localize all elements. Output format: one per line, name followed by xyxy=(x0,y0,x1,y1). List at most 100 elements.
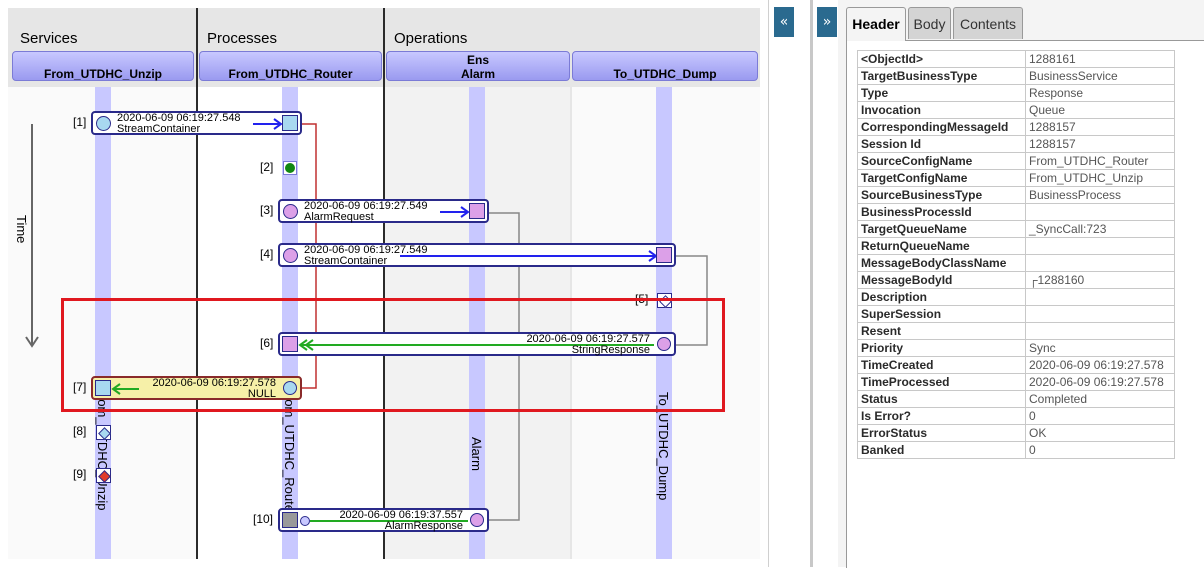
property-name: Resent xyxy=(857,322,1026,340)
step-5-marker[interactable] xyxy=(657,293,672,308)
operations-column-label: Operations xyxy=(394,30,468,47)
visual-trace: Services Processes Operations From_UTDHC… xyxy=(8,8,760,559)
lane-dump xyxy=(656,87,672,559)
tab-body[interactable]: Body xyxy=(908,7,951,39)
response-arrow-icon xyxy=(111,383,139,395)
message-stream-container-request[interactable]: 2020-06-09 06:19:27.548 StreamContainer xyxy=(91,111,302,135)
message-alarm-request[interactable]: 2020-06-09 06:19:27.549 AlarmRequest xyxy=(278,199,489,223)
expand-right-button[interactable]: » xyxy=(817,7,837,37)
property-value: Sync xyxy=(1025,339,1175,357)
property-value: Queue xyxy=(1025,101,1175,119)
lane-label-dump: To_UTDHC_Dump xyxy=(656,392,671,501)
property-value: Completed xyxy=(1025,390,1175,408)
property-name: Invocation xyxy=(857,101,1026,119)
property-name: TimeCreated xyxy=(857,356,1026,374)
property-value: 0 xyxy=(1025,407,1175,425)
property-value xyxy=(1025,237,1175,255)
step-9-marker[interactable] xyxy=(96,468,111,483)
property-name: Status xyxy=(857,390,1026,408)
header-row: <ObjectId>1288161 xyxy=(857,50,1175,68)
message-null-response[interactable]: 2020-06-09 06:19:27.578 NULL xyxy=(91,376,302,400)
property-name: <ObjectId> xyxy=(857,50,1026,68)
target-square-icon xyxy=(282,512,298,528)
step-4-label: [4] xyxy=(260,247,274,261)
property-value xyxy=(1025,254,1175,272)
target-square-icon xyxy=(282,115,298,131)
step-8-marker[interactable] xyxy=(96,425,111,440)
message-stream-container-dump[interactable]: 2020-06-09 06:19:27.549 StreamContainer xyxy=(278,243,676,267)
host-header-unzip[interactable]: From_UTDHC_Unzip xyxy=(12,51,194,81)
property-value: 0 xyxy=(1025,441,1175,459)
target-square-icon xyxy=(469,203,485,219)
property-name: ErrorStatus xyxy=(857,424,1026,442)
host-header-dump[interactable]: To_UTDHC_Dump xyxy=(572,51,758,81)
header-row: ReturnQueueName xyxy=(857,237,1175,255)
target-square-icon xyxy=(656,247,672,263)
tab-header[interactable]: Header xyxy=(846,7,906,41)
property-name: MessageBodyClassName xyxy=(857,254,1026,272)
diamond-icon xyxy=(659,295,672,308)
property-value: Response xyxy=(1025,84,1175,102)
response-arrow-icon xyxy=(298,339,654,351)
property-value: 1288157 xyxy=(1025,135,1175,153)
column-separator xyxy=(196,8,198,559)
property-value xyxy=(1025,322,1175,340)
message-string-response[interactable]: 2020-06-09 06:19:27.577 StringResponse xyxy=(278,332,676,356)
message-alarm-response[interactable]: 2020-06-09 06:19:37.557 AlarmResponse xyxy=(278,508,489,532)
splitter xyxy=(768,0,805,567)
property-value: BusinessProcess xyxy=(1025,186,1175,204)
property-name: Priority xyxy=(857,339,1026,357)
header-row: Is Error?0 xyxy=(857,407,1175,425)
step-7-label: [7] xyxy=(73,380,87,394)
property-name: MessageBodyId xyxy=(857,271,1026,289)
step-10-label: [10] xyxy=(253,512,274,526)
time-axis-label: Time xyxy=(14,215,29,244)
property-value xyxy=(1025,288,1175,306)
tab-contents[interactable]: Contents xyxy=(953,7,1023,39)
property-value: From_UTDHC_Unzip xyxy=(1025,169,1175,187)
source-circle-icon xyxy=(96,116,111,131)
property-value: OK xyxy=(1025,424,1175,442)
header-row: Resent xyxy=(857,322,1175,340)
header-row: MessageBodyClassName xyxy=(857,254,1175,272)
trace-links xyxy=(25,123,708,521)
response-arrow-icon xyxy=(310,520,468,522)
property-name: SourceBusinessType xyxy=(857,186,1026,204)
step-8-label: [8] xyxy=(73,424,87,438)
source-circle-icon xyxy=(657,337,671,351)
property-value: 1288161 xyxy=(1025,50,1175,68)
source-circle-icon xyxy=(283,204,298,219)
property-name: CorrespondingMessageId xyxy=(857,118,1026,136)
property-value: BusinessService xyxy=(1025,67,1175,85)
trace-body: From_UTDHC_Unzip From_UTDHC_Router Alarm… xyxy=(8,87,760,559)
header-row: BusinessProcessId xyxy=(857,203,1175,221)
request-arrow-icon xyxy=(253,118,283,130)
property-name: Session Id xyxy=(857,135,1026,153)
property-name: Type xyxy=(857,84,1026,102)
splitter-bar[interactable] xyxy=(810,0,813,567)
property-name: TimeProcessed xyxy=(857,373,1026,391)
property-value: 2020-06-09 06:19:27.578 xyxy=(1025,356,1175,374)
collapse-left-button[interactable]: « xyxy=(774,7,794,37)
source-circle-icon xyxy=(283,381,297,395)
property-name: TargetQueueName xyxy=(857,220,1026,238)
property-name: BusinessProcessId xyxy=(857,203,1026,221)
property-value: ┌1288160 xyxy=(1025,271,1175,289)
host-header-router[interactable]: From_UTDHC_Router xyxy=(199,51,382,81)
step-2-marker[interactable] xyxy=(283,161,297,175)
property-value: 1288157 xyxy=(1025,118,1175,136)
time-axis-arrowhead xyxy=(25,336,39,348)
property-name: TargetBusinessType xyxy=(857,67,1026,85)
